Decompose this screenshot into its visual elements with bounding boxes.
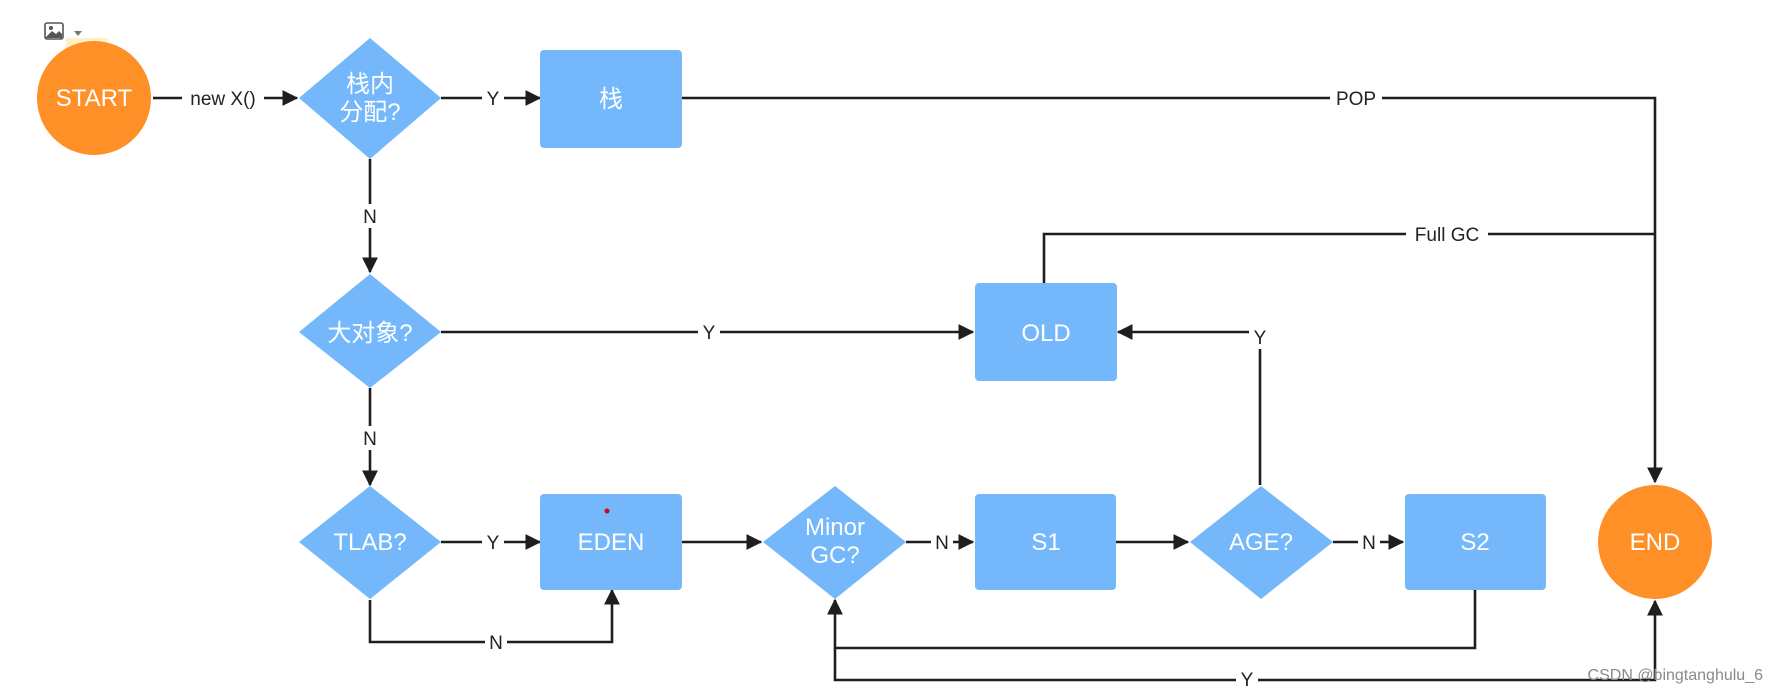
minor-gc-decision <box>763 486 906 599</box>
stack-allocation-decision <box>299 38 441 159</box>
stack-node <box>540 50 682 148</box>
end-node <box>1598 485 1712 599</box>
image-toolbar <box>44 21 82 45</box>
edge-label-big-n: N <box>363 429 377 450</box>
minor-gc-label-line1: Minor <box>805 514 865 541</box>
edge-age-yes <box>1116 324 1262 485</box>
stack-alloc-label-line1: 栈内 <box>346 71 394 98</box>
eden-label: EDEN <box>578 529 645 556</box>
age-decision <box>1190 486 1333 599</box>
red-dot-marker <box>604 508 610 514</box>
edge-old-full-gc <box>1042 232 1655 283</box>
big-object-decision <box>299 274 441 388</box>
stack-alloc-label-line2: 分配? <box>339 99 400 126</box>
old-label: OLD <box>1021 320 1070 347</box>
s2-node <box>1405 494 1546 590</box>
edge-label-tlab-n: N <box>489 633 503 654</box>
start-label: START <box>56 85 133 112</box>
edge-label-stack-y: Y <box>487 89 500 110</box>
edge-label-pop: POP <box>1336 89 1376 110</box>
age-label: AGE? <box>1229 529 1293 556</box>
edge-label-big-y: Y <box>703 323 716 344</box>
dropdown-caret-icon[interactable] <box>74 24 82 42</box>
edge-label-age-y: Y <box>1254 328 1267 349</box>
s2-label: S2 <box>1460 529 1489 556</box>
big-object-label: 大对象? <box>327 320 412 347</box>
edge-label-end-y: Y <box>1241 670 1254 691</box>
minor-gc-label-line2: GC? <box>810 542 859 569</box>
s1-node <box>975 494 1116 590</box>
edge-label-minor-n: N <box>935 533 949 554</box>
edge-stack-pop-to-end <box>682 96 1663 484</box>
tlab-decision <box>299 486 441 599</box>
edge-label-new-x: new X() <box>190 89 255 110</box>
csdn-watermark: CSDN @bingtanghulu_6 <box>1587 667 1763 684</box>
old-node <box>975 283 1117 381</box>
edge-s2-to-minor-gc <box>827 590 1477 650</box>
image-icon[interactable] <box>44 21 64 45</box>
edge-label-stack-n: N <box>363 207 377 228</box>
eden-node <box>540 494 682 590</box>
start-node <box>37 41 151 155</box>
edge-label-full-gc: Full GC <box>1415 225 1479 246</box>
end-label: END <box>1630 529 1681 556</box>
tlab-label: TLAB? <box>333 529 406 556</box>
edge-label-age-n: N <box>1362 533 1376 554</box>
s1-label: S1 <box>1031 529 1060 556</box>
stack-label: 栈 <box>599 86 623 113</box>
edge-label-tlab-y: Y <box>487 533 500 554</box>
